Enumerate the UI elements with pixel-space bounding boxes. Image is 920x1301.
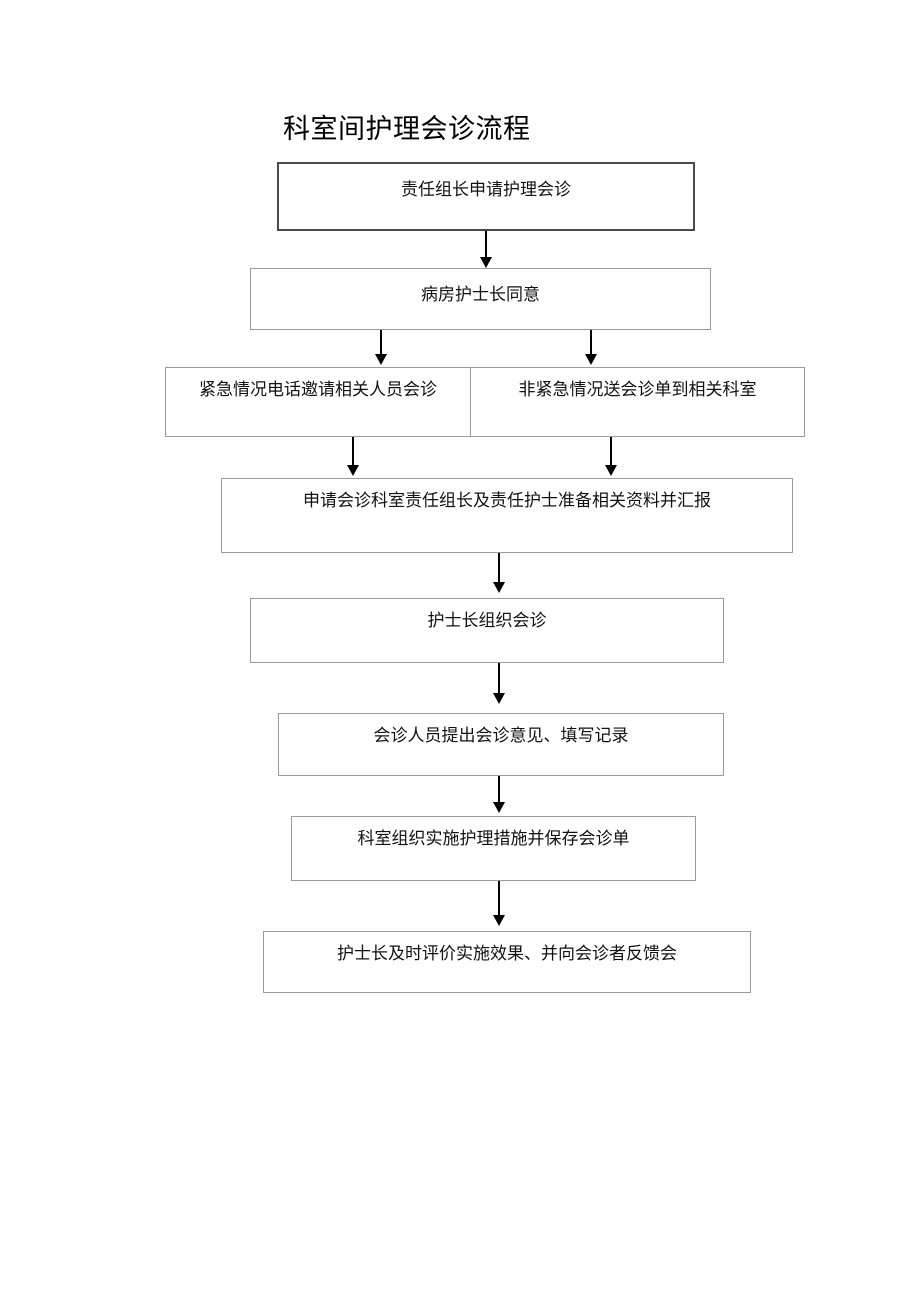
edge-n3a-n4-line (352, 437, 354, 468)
flow-node-n4[interactable]: 申请会诊科室责任组长及责任护士准备相关资料并汇报 (221, 478, 793, 553)
edge-n2-n3b-line (590, 330, 592, 357)
flow-node-n7[interactable]: 科室组织实施护理措施并保存会诊单 (291, 816, 696, 881)
edge-n3a-n4-arrowhead (347, 465, 359, 476)
edge-n1-n2-arrowhead (480, 257, 492, 268)
edge-n2-n3b-arrowhead (585, 354, 597, 365)
flow-node-n8[interactable]: 护士长及时评价实施效果、并向会诊者反馈会 (263, 931, 751, 993)
flow-node-n4-label: 申请会诊科室责任组长及责任护士准备相关资料并汇报 (303, 491, 711, 511)
flow-node-n3b[interactable]: 非紧急情况送会诊单到相关科室 (470, 367, 805, 437)
flow-node-n2-label: 病房护士长同意 (421, 285, 540, 305)
flow-node-n8-label: 护士长及时评价实施效果、并向会诊者反馈会 (337, 944, 677, 964)
flow-node-n6-label: 会诊人员提出会诊意见、填写记录 (373, 726, 629, 746)
edge-n1-n2-line (485, 231, 487, 260)
edge-n3b-n4-line (610, 437, 612, 468)
flow-node-n7-label: 科室组织实施护理措施并保存会诊单 (357, 829, 630, 849)
edge-n5-n6-line (498, 663, 500, 696)
flow-node-n3a-label: 紧急情况电话邀请相关人员会诊 (199, 380, 437, 400)
edge-n4-n5-arrowhead (493, 582, 505, 593)
flow-node-n5[interactable]: 护士长组织会诊 (250, 598, 724, 663)
edge-n7-n8-line (498, 881, 500, 917)
flow-node-n3b-label: 非紧急情况送会诊单到相关科室 (518, 380, 757, 400)
flow-node-n1-label: 责任组长申请护理会诊 (401, 180, 571, 200)
flow-node-n1[interactable]: 责任组长申请护理会诊 (277, 162, 695, 231)
edge-n7-n8-arrowhead (493, 915, 505, 926)
edge-n2-n3a-arrowhead (375, 354, 387, 365)
page-title: 科室间护理会诊流程 (283, 114, 531, 145)
edge-n4-n5-line (498, 553, 500, 585)
edge-n2-n3a-line (380, 330, 382, 357)
edge-n3b-n4-arrowhead (605, 465, 617, 476)
edge-n6-n7-line (498, 776, 500, 805)
flow-node-n5-label: 护士长组织会诊 (427, 611, 547, 631)
edge-n6-n7-arrowhead (493, 802, 505, 813)
edge-n5-n6-arrowhead (493, 693, 505, 704)
flow-node-n6[interactable]: 会诊人员提出会诊意见、填写记录 (278, 713, 724, 776)
flow-node-n2[interactable]: 病房护士长同意 (250, 268, 711, 330)
flow-node-n3a[interactable]: 紧急情况电话邀请相关人员会诊 (165, 367, 471, 437)
